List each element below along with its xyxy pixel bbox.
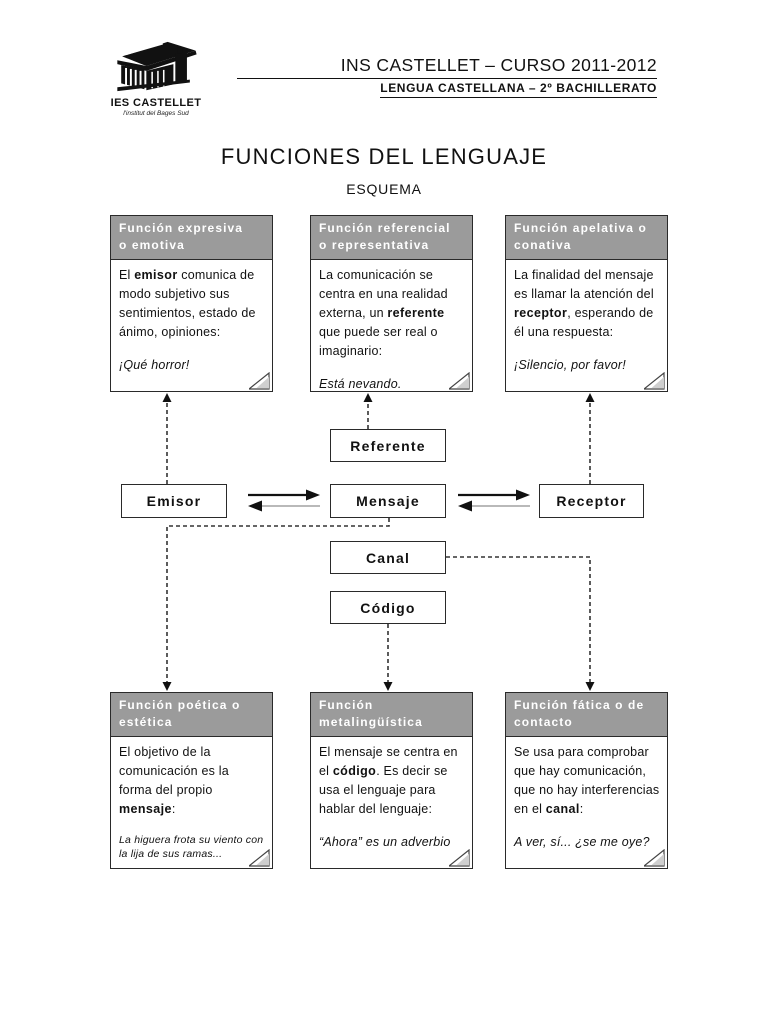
arrowhead-left-icon xyxy=(458,500,472,512)
note-body: La comunicación se centra en una realida… xyxy=(311,260,472,394)
folded-corner-icon xyxy=(449,849,470,867)
arrowhead-left-icon xyxy=(248,500,262,512)
box-receptor: Receptor xyxy=(539,484,644,518)
note-funcion-referencial: Función referencial o representativa La … xyxy=(310,215,473,392)
note-title: Función fática o de contacto xyxy=(506,693,667,737)
course-line: INS CASTELLET – CURSO 2011-2012 xyxy=(340,55,657,75)
note-example: La higuera frota su viento con la lija d… xyxy=(119,834,264,860)
folded-corner-icon xyxy=(644,372,665,390)
arrowhead-right-icon xyxy=(516,489,530,501)
school-logo: IES CASTELLET l'institut del Bages Sud xyxy=(108,38,204,117)
header-block: INS CASTELLET – CURSO 2011-2012 LENGUA C… xyxy=(237,55,657,98)
box-canal: Canal xyxy=(330,541,446,574)
subject-line: LENGUA CASTELLANA – 2º BACHILLERATO xyxy=(380,79,657,98)
header-rule xyxy=(237,78,657,79)
note-body: La finalidad del mensaje es llamar la at… xyxy=(506,260,667,375)
box-codigo: Código xyxy=(330,591,446,624)
box-referente: Referente xyxy=(330,429,446,462)
note-body: El objetivo de la comunicación es la for… xyxy=(119,745,264,860)
note-funcion-metalinguistica: Función metalingüística El mensaje se ce… xyxy=(310,692,473,869)
note-body: Se usa para comprobar que hay comunicaci… xyxy=(506,737,667,852)
note-body: El emisor comunica de modo subjetivo sus… xyxy=(111,260,272,375)
note-title: Función expresiva o emotiva xyxy=(111,216,272,260)
arrowhead-down-icon xyxy=(383,682,393,691)
logo-title: IES CASTELLET xyxy=(110,97,202,109)
arrowhead-right-icon xyxy=(306,489,320,501)
dashed-line-canal-fatica xyxy=(446,556,591,682)
note-funcion-expresiva: Función expresiva o emotiva El emisor co… xyxy=(110,215,273,392)
note-example: ¡Qué horror! xyxy=(119,358,190,372)
note-title: Función referencial o representativa xyxy=(311,216,472,260)
note-example: ¡Silencio, por favor! xyxy=(514,358,626,372)
note-example: Está nevando. xyxy=(319,377,402,391)
arrowhead-up-icon xyxy=(363,393,373,402)
box-mensaje: Mensaje xyxy=(330,484,446,518)
folded-corner-icon xyxy=(249,372,270,390)
note-example: “Ahora” es un adverbio xyxy=(319,835,451,849)
arrowhead-down-icon xyxy=(162,682,172,691)
page-subtitle: ESQUEMA xyxy=(346,181,422,197)
note-title: Función poética o estética xyxy=(111,693,272,737)
building-icon xyxy=(117,41,197,92)
note-title: Función apelativa o conativa xyxy=(506,216,667,260)
arrowhead-up-icon xyxy=(162,393,172,402)
note-body: El mensaje se centra en el código. Es de… xyxy=(311,737,472,852)
folded-corner-icon xyxy=(644,849,665,867)
folded-corner-icon xyxy=(249,849,270,867)
logo-subtitle: l'institut del Bages Sud xyxy=(123,110,189,117)
note-funcion-apelativa: Función apelativa o conativa La finalida… xyxy=(505,215,668,392)
box-emisor: Emisor xyxy=(121,484,227,518)
note-funcion-fatica: Función fática o de contacto Se usa para… xyxy=(505,692,668,869)
folded-corner-icon xyxy=(449,372,470,390)
arrowhead-up-icon xyxy=(585,393,595,402)
note-title: Función metalingüística xyxy=(311,693,472,737)
note-funcion-poetica: Función poética o estética El objetivo d… xyxy=(110,692,273,869)
page-title: FUNCIONES DEL LENGUAJE xyxy=(220,144,548,169)
arrowhead-down-icon xyxy=(585,682,595,691)
note-example: A ver, sí... ¿se me oye? xyxy=(514,835,650,849)
